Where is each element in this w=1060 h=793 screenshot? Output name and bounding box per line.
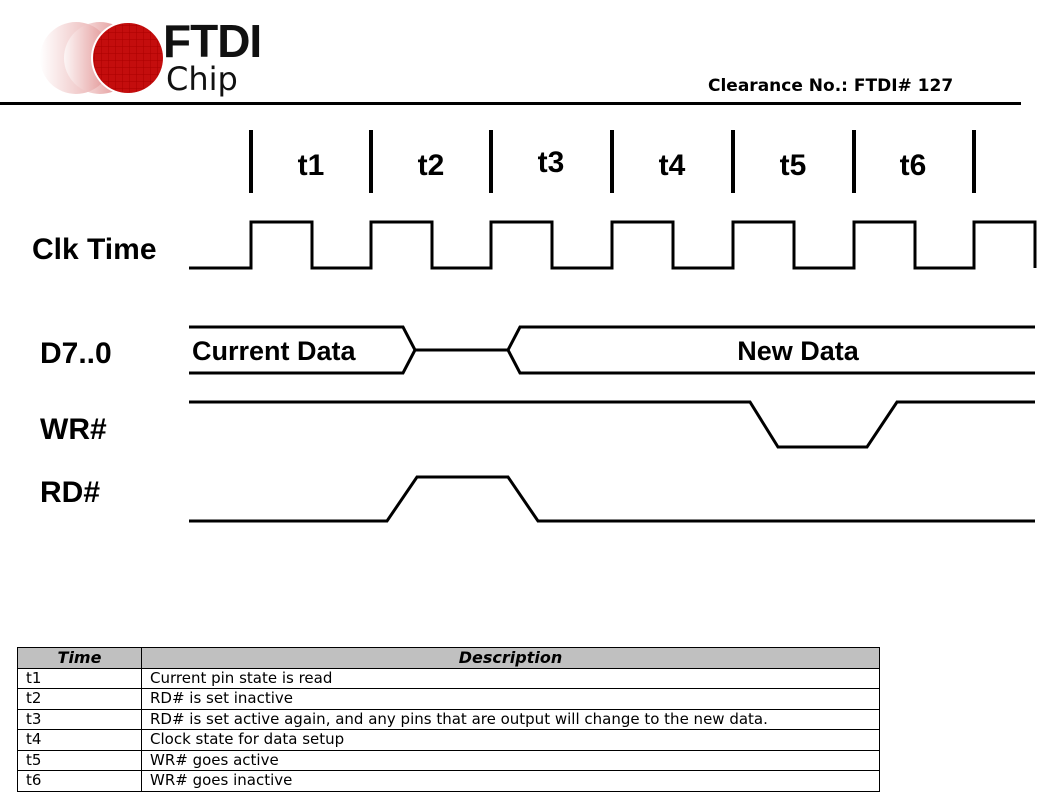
interval-label-t6: t6 [900,149,927,182]
time-cell: t1 [17,667,142,689]
interval-label-t4: t4 [659,149,686,182]
logo-chip-text: Chip [166,60,238,98]
description-cell: Clock state for data setup [141,729,880,751]
wr-waveform [189,400,1035,449]
new-data-label: New Data [737,336,860,366]
time-cell: t6 [17,770,142,792]
signal-label-clk: Clk Time [32,233,157,266]
signal-label-data: D7..0 [40,337,112,370]
time-cell: t2 [17,688,142,710]
logo-ftdi-text: FTDI [163,15,262,67]
interval-label-t5: t5 [780,149,807,182]
data-bus-waveform-bottom-new [506,349,1035,375]
table-header-row: Time Description [17,647,880,669]
signal-label-wr: WR# [40,413,107,446]
interval-label-t3: t3 [538,146,565,179]
description-cell: RD# is set inactive [141,688,880,710]
time-cell: t4 [17,729,142,751]
time-cell: t3 [17,708,142,730]
ftdi-logo-graphic [40,21,165,95]
data-bus-waveform-bottom [189,349,417,375]
header-description: Description [141,647,880,669]
clearance-number: Clearance No.: FTDI# 127 [708,76,954,96]
description-cell: WR# goes inactive [141,770,880,792]
description-cell: Current pin state is read [141,667,880,689]
data-bus-waveform-top [189,325,1035,352]
current-data-label: Current Data [192,336,357,366]
interval-label-t1: t1 [298,149,325,182]
timing-diagram: t1 t2 t3 t4 t5 t6 Clk Time D7..0 WR# RD#… [32,130,1037,523]
description-cell: WR# goes active [141,749,880,771]
header-time: Time [17,647,142,669]
header-divider [0,102,1021,105]
description-cell: RD# is set active again, and any pins th… [141,708,880,730]
rd-waveform [189,475,1035,523]
signal-label-rd: RD# [40,476,100,509]
time-cell: t5 [17,749,142,771]
interval-markers [249,130,976,193]
interval-label-t2: t2 [418,149,445,182]
clk-waveform [189,220,1037,270]
